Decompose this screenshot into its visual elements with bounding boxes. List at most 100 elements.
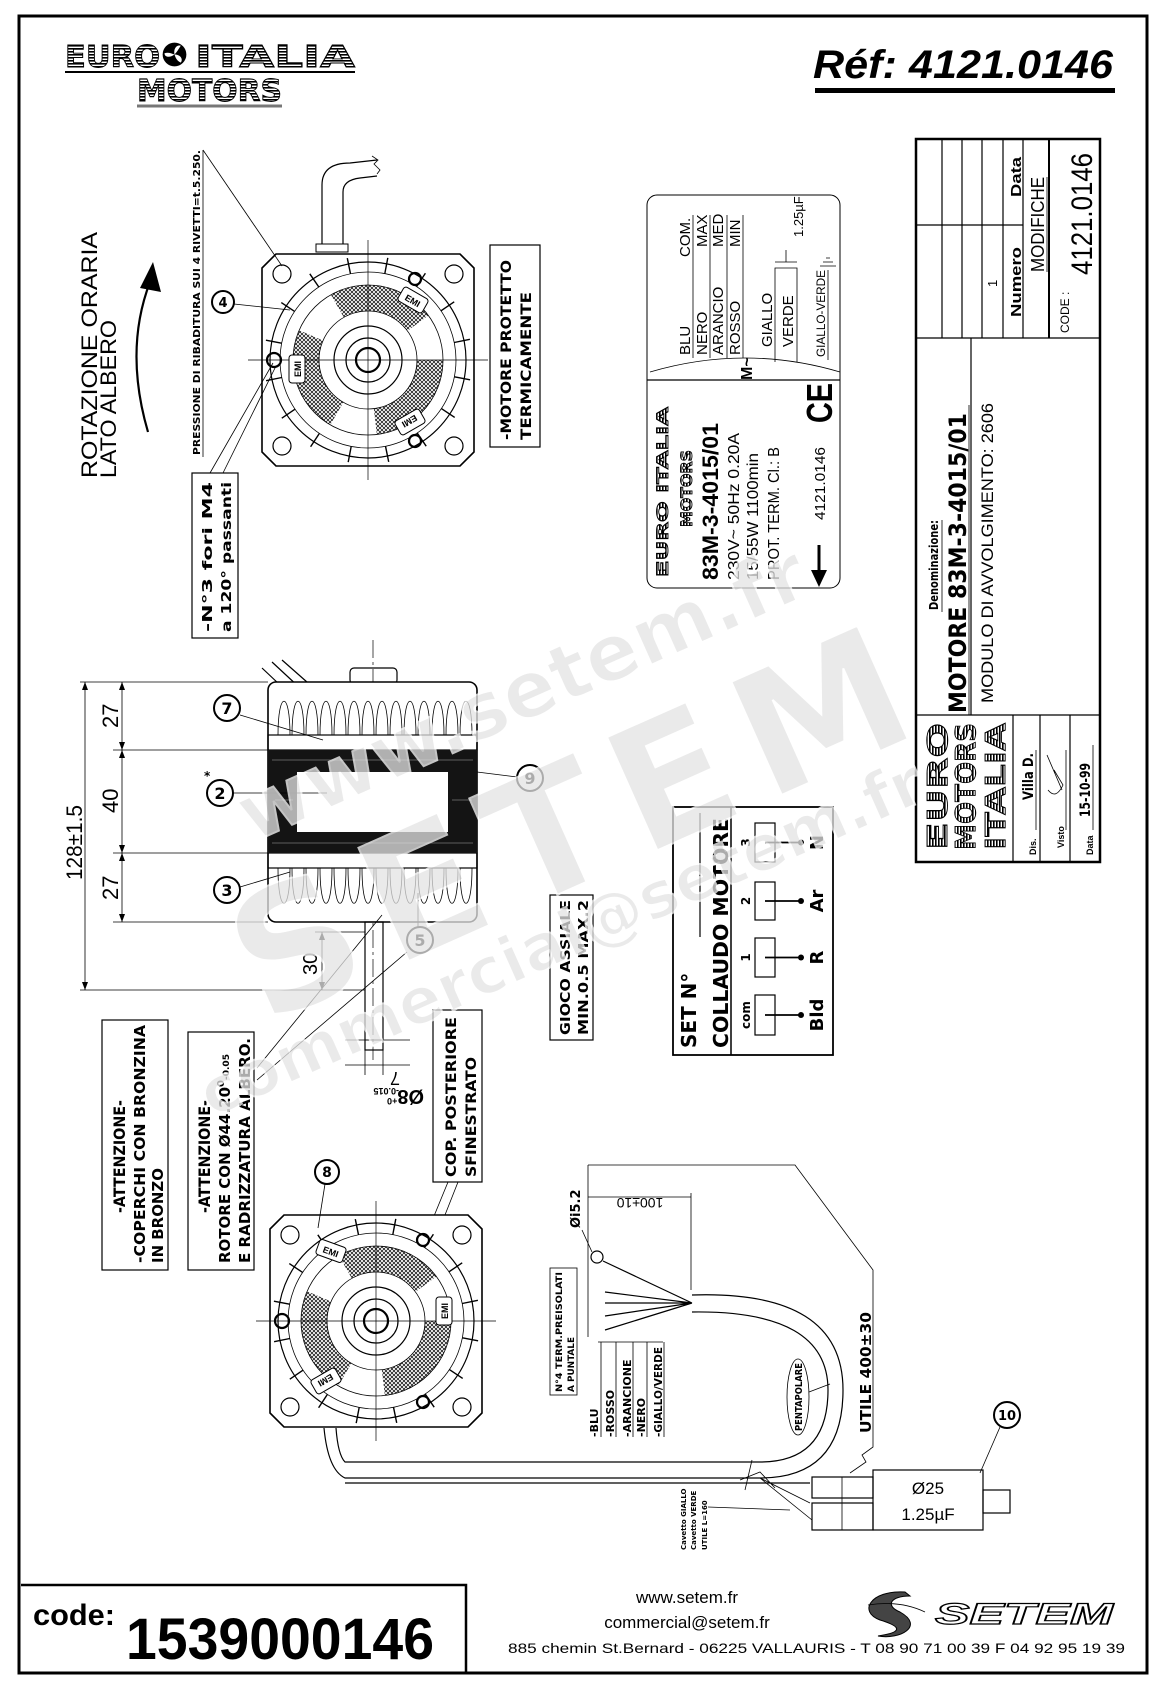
holes-note-line2: a 120° passanti — [220, 482, 235, 632]
winding-loop — [347, 701, 361, 736]
ground-wire: GIALLO-VERDE — [814, 270, 828, 357]
winding-loop — [375, 867, 389, 904]
winding-loop — [291, 701, 305, 736]
thermal-protection-line1: -MOTORE PROTETTO — [499, 260, 515, 440]
terminal-number: 3 — [739, 838, 753, 846]
reference-underline — [815, 88, 1115, 93]
rear-cover-line2: SFINESTRATO — [464, 1057, 480, 1177]
winding-loop — [403, 701, 417, 736]
code-label: CODE : — [1058, 292, 1072, 333]
title-logo-euro: EURO — [921, 723, 954, 850]
setem-watermark: www.setem.fr SETEM commercial@setem.fr — [187, 527, 958, 1134]
callout-5-label: 5 — [414, 931, 425, 950]
nameplate-brand-motors: MOTORS — [677, 450, 696, 527]
axial-play-box — [549, 894, 594, 1041]
dimension-27-bottom: 27 — [98, 876, 123, 900]
winding-loop — [305, 701, 319, 736]
holes-note-box — [191, 472, 239, 639]
email-link[interactable]: commercial@setem.fr — [604, 1613, 770, 1632]
callout-9-label: 9 — [524, 769, 535, 788]
wire-function: MED — [710, 214, 727, 248]
dimension-40: 40 — [98, 789, 123, 813]
cable-length: UTILE 400±30 — [857, 1312, 875, 1433]
emi-stamp: EMI — [293, 361, 303, 377]
axial-play-line1: GIOCO ASSIALE — [559, 900, 574, 1035]
wire-label-giallo-verde: -GIALLO/VERDE — [652, 1347, 665, 1437]
terminal-label: Bld — [807, 999, 828, 1032]
notes: GIOCO ASSIALE MIN.0.5 MAX.2 -ATTENZIONE-… — [101, 894, 594, 1271]
rear-flange-drawing — [256, 1201, 496, 1441]
terminal-label: N — [807, 835, 828, 850]
denominazione-label: Denominazione: — [927, 520, 941, 610]
ring-diameter: Øi5.2 — [569, 1189, 584, 1228]
thermal-protection-box — [489, 244, 541, 448]
signature — [1046, 750, 1067, 830]
terminal-dot — [798, 954, 804, 961]
setem-logo: SETEM — [867, 1591, 1115, 1638]
winding-module: MODULO DI AVVOLGIMENTO: 2606 — [978, 403, 997, 703]
callout-8 — [314, 1159, 340, 1185]
callout-9 — [516, 764, 544, 792]
winding-loop — [277, 867, 291, 904]
cap-wire-note-1: Cavetto GIALLO — [680, 1488, 688, 1550]
terminal-note-line1: N°4 TERM.PREISOLATI — [555, 1272, 565, 1392]
ce-mark-icon: CE — [799, 383, 840, 423]
cap-wire-note-3: UTILE L=160 — [701, 1500, 709, 1550]
drawn-by: Villa D. — [1021, 753, 1037, 800]
date-label: Data — [1085, 834, 1095, 855]
wire-label-rosso: -ROSSO — [604, 1390, 617, 1437]
terminal-label: R — [807, 950, 828, 964]
winding-loop — [347, 867, 361, 904]
capacitor-rating: 1.25µF — [901, 1505, 954, 1524]
end-windings — [277, 701, 473, 904]
title-block: 1 Numero Data MODIFICHE CODE : 4121.0146… — [914, 137, 1102, 864]
bronze-note-line1: -COPERCHI CON BRONZINA — [131, 1025, 149, 1263]
bronze-bushing-note-box — [101, 1019, 169, 1271]
nameplate-code: 4121.0146 — [812, 447, 829, 520]
ring-terminal — [590, 1250, 604, 1264]
modifiche-label: MODIFICHE — [1028, 177, 1048, 272]
wire-label-nero: -NERO — [635, 1398, 648, 1437]
callout-10-label: 10 — [998, 1409, 1016, 1424]
winding-loop — [389, 867, 403, 904]
nameplate-model: 83M-3-4015/01 — [698, 423, 723, 580]
company-address: 885 chemin St.Bernard - 06225 VALLAURIS … — [508, 1640, 1125, 1656]
nameplate-electrical: 230V~ 50Hz 0.20A — [726, 433, 743, 580]
callout-7 — [213, 694, 241, 722]
dimensions: 128±1.5 27 40 27 30 7 Ø8+0-0.015 — [62, 681, 424, 1107]
fan-icon — [162, 42, 187, 67]
rear-cover-line1: COP. POSTERIORE — [444, 1017, 460, 1177]
winding-loop — [361, 701, 375, 736]
pentapolar-label-oval — [786, 1358, 810, 1436]
terminal-note-line2: A PUNTALE — [567, 1337, 577, 1392]
rotor-note-box — [187, 1031, 255, 1271]
revision-number: 1 — [985, 280, 1000, 287]
rotor-note-line1: ROTORE CON Ø44.200-0.05 — [216, 1054, 234, 1263]
rivet-pressure-note: PRESSIONE DI RIBADITURA SUI 4 RIVETTI=t.… — [192, 150, 203, 455]
key-width: 7 — [390, 1068, 400, 1088]
nameplate-protection: PROT. TERM. Cl.: B — [766, 447, 783, 580]
logo-motors: MOTORS — [137, 74, 282, 109]
callout-10 — [993, 1401, 1021, 1429]
winding-loop — [333, 701, 347, 736]
winding-loop — [305, 867, 319, 904]
terminal-number: 2 — [739, 897, 753, 905]
website-link[interactable]: www.setem.fr — [635, 1588, 738, 1607]
rotor-note-title: -ATTENZIONE- — [195, 1100, 214, 1213]
title-block-code: 4121.0146 — [1066, 153, 1099, 275]
visto-label: Visto — [1056, 826, 1066, 848]
setem-logo-text: SETEM — [935, 1598, 1115, 1631]
winding-loop — [445, 867, 459, 904]
product-code: 1539000146 — [126, 1607, 434, 1672]
nameplate-brand: EURO ITALIA — [653, 406, 672, 577]
euro-italia-motors-logo: EURO ITALIA MOTORS — [65, 40, 357, 110]
nameplate-power: 15/55W 1100min — [745, 453, 762, 580]
terminal-number: 1 — [739, 953, 753, 961]
winding-loop — [431, 701, 445, 736]
cap-wire-note-2: Cavetto VERDE — [690, 1490, 698, 1550]
wire-function: MIN — [727, 220, 744, 248]
cable-type: PENTAPOLARE — [794, 1363, 805, 1431]
footer: code: 1539000146 www.setem.fr commercial… — [21, 1583, 1125, 1673]
winding-loop — [291, 867, 305, 904]
